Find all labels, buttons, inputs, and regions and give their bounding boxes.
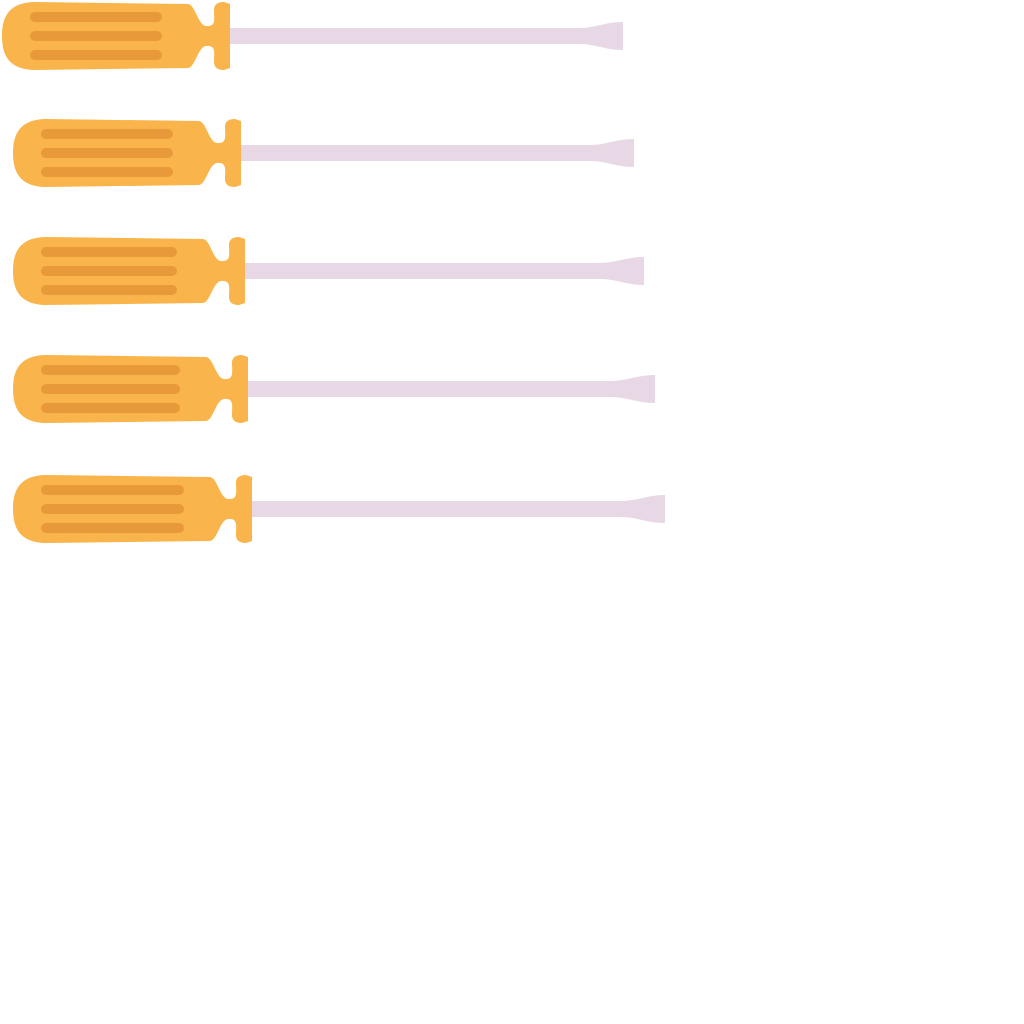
grip-line-2	[41, 504, 184, 514]
grip-line-1	[41, 247, 177, 257]
grip-line-3	[41, 403, 180, 413]
grip-line-3	[41, 167, 173, 177]
shaft	[245, 263, 602, 279]
grip-line-2	[41, 148, 173, 158]
flat-tip	[579, 22, 623, 50]
screwdriver-3	[13, 237, 644, 305]
flat-tip	[590, 139, 634, 167]
grip-line-3	[41, 285, 177, 295]
shaft	[248, 381, 613, 397]
grip-line-3	[30, 50, 162, 60]
grip-line-2	[41, 384, 180, 394]
grip-line-1	[30, 12, 162, 22]
grip-line-3	[41, 523, 184, 533]
grip-line-2	[41, 266, 177, 276]
grip-line-1	[41, 129, 173, 139]
grip-line-1	[41, 485, 184, 495]
flat-tip	[611, 375, 655, 403]
flat-tip	[621, 495, 665, 523]
shaft	[230, 28, 581, 44]
shaft	[241, 145, 592, 161]
flat-tip	[600, 257, 644, 285]
screwdriver-5	[13, 475, 665, 543]
shaft	[252, 501, 623, 517]
grip-line-2	[30, 31, 162, 41]
grip-line-1	[41, 365, 180, 375]
screwdriver-1	[2, 2, 623, 70]
screwdriver-4	[13, 355, 655, 423]
screwdriver-2	[13, 119, 634, 187]
